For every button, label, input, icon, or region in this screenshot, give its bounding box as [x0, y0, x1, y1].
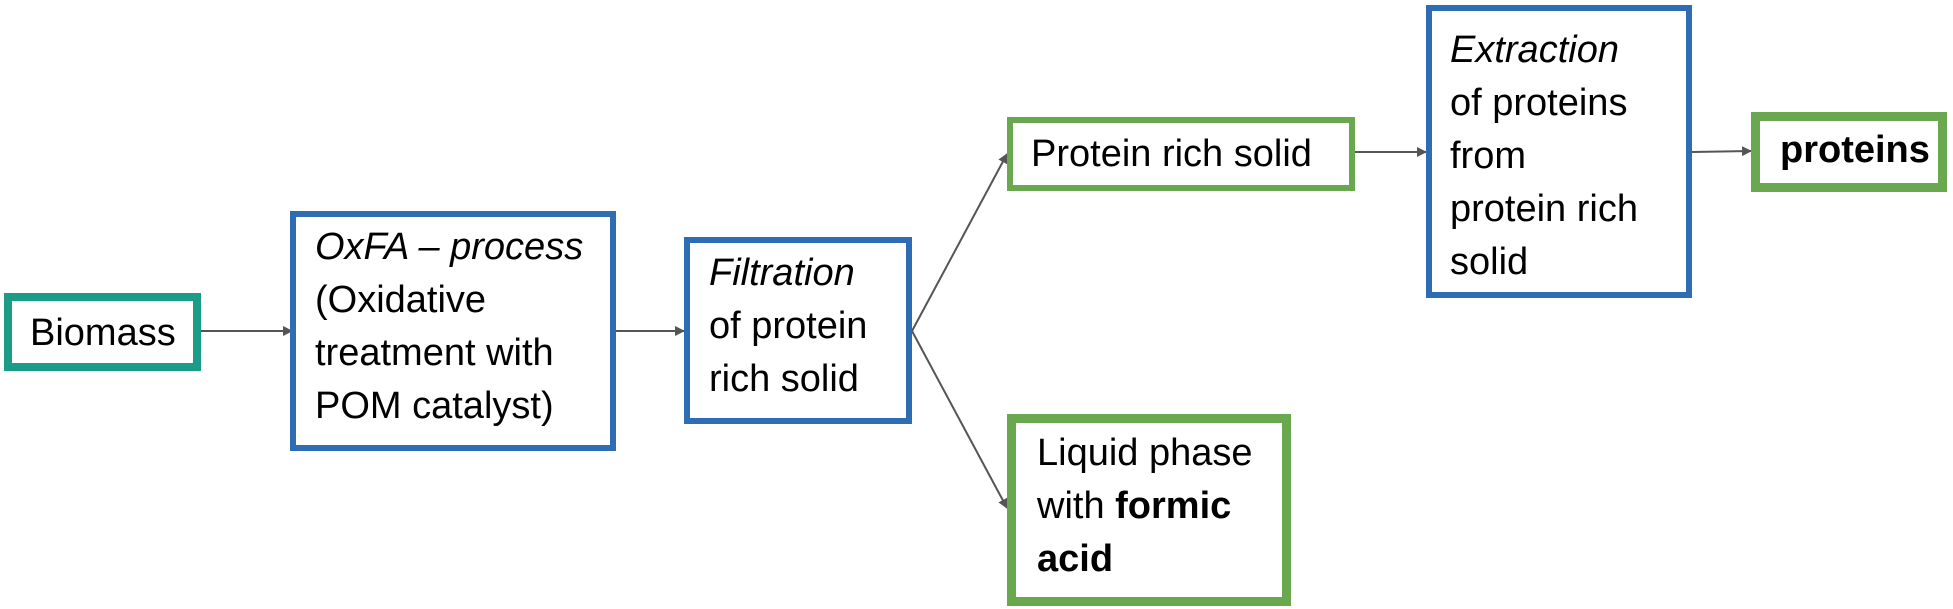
oxfa-title: OxFA – process — [315, 226, 584, 268]
extraction-line-2: from — [1450, 135, 1526, 177]
edge-filtration-to-liquid — [911, 330, 1008, 509]
liquid-line-3: acid — [1037, 538, 1114, 580]
node-oxfa-process: OxFA – process (Oxidative treatment with… — [290, 211, 616, 451]
liquid-line-2-bold: formic — [1115, 485, 1232, 527]
filtration-line-2: rich solid — [709, 358, 859, 400]
protein-rich-solid-label: Protein rich solid — [1031, 133, 1312, 175]
liquid-line-1: Liquid phase — [1037, 432, 1253, 474]
edge-extraction-to-proteins — [1691, 146, 1752, 157]
node-extraction: Extraction of proteins from protein rich… — [1426, 5, 1692, 298]
oxfa-line-1: (Oxidative — [315, 279, 487, 321]
extraction-title: Extraction — [1450, 29, 1619, 71]
filtration-title: Filtration — [709, 252, 855, 294]
proteins-label: proteins — [1780, 129, 1930, 171]
biomass-label: Biomass — [30, 312, 176, 354]
node-liquid-phase: Liquid phase with formic acid — [1007, 414, 1291, 606]
node-proteins: proteins — [1751, 112, 1947, 192]
liquid-line-2: with formic — [1037, 480, 1282, 533]
oxfa-line-2: treatment with — [315, 332, 554, 374]
node-filtration: Filtration of protein rich solid — [684, 237, 912, 424]
liquid-line-2-prefix: with — [1037, 485, 1116, 527]
extraction-line-1: of proteins — [1450, 82, 1628, 124]
edge-filtration-to-protein-solid — [911, 153, 1008, 332]
node-protein-rich-solid: Protein rich solid — [1007, 117, 1355, 191]
extraction-line-3: protein rich — [1450, 188, 1638, 230]
oxfa-line-3: POM catalyst) — [315, 385, 554, 427]
filtration-line-1: of protein — [709, 305, 868, 347]
node-biomass: Biomass — [4, 293, 201, 371]
extraction-line-4: solid — [1450, 241, 1529, 283]
